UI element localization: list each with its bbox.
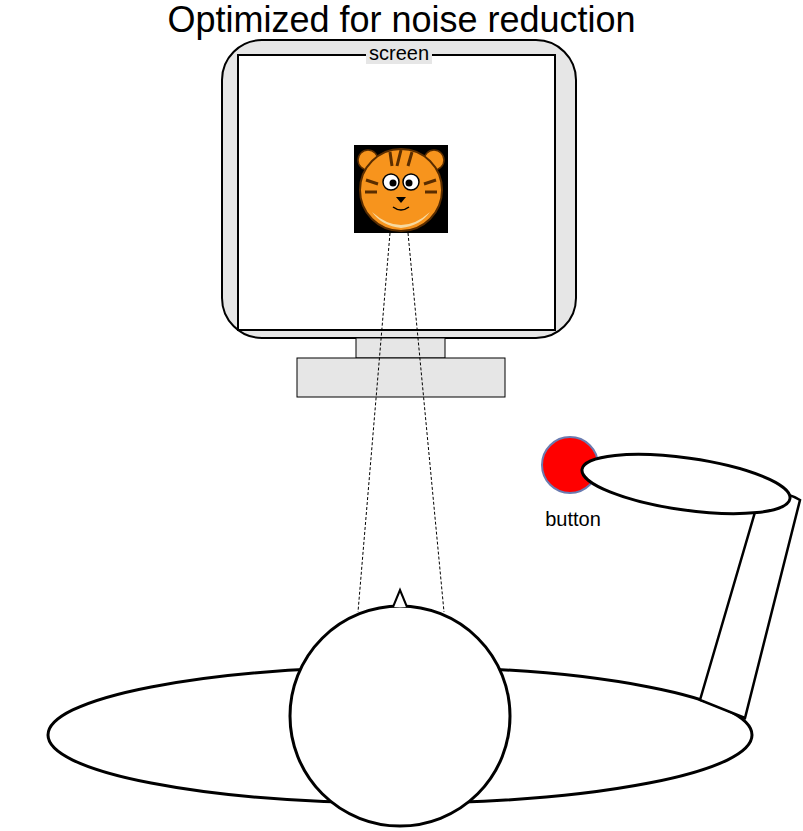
- diagram-title: Optimized for noise reduction: [0, 0, 803, 40]
- gaze-line: [408, 233, 444, 612]
- nose: [393, 590, 407, 607]
- node-label: screen: [366, 42, 432, 64]
- node-label: button: [542, 508, 604, 530]
- monitor-base: [297, 358, 505, 397]
- monitor-housing: [222, 40, 576, 338]
- upper-arm: [700, 492, 800, 718]
- button-node: button: [525, 434, 621, 534]
- monitor-node: screen: [222, 40, 576, 338]
- head: [290, 606, 510, 826]
- monitor-neck: [356, 338, 445, 358]
- tiger-stimulus: [354, 145, 448, 233]
- monitor-display: [238, 55, 555, 330]
- forearm: [578, 444, 793, 525]
- gaze-line: [358, 233, 390, 612]
